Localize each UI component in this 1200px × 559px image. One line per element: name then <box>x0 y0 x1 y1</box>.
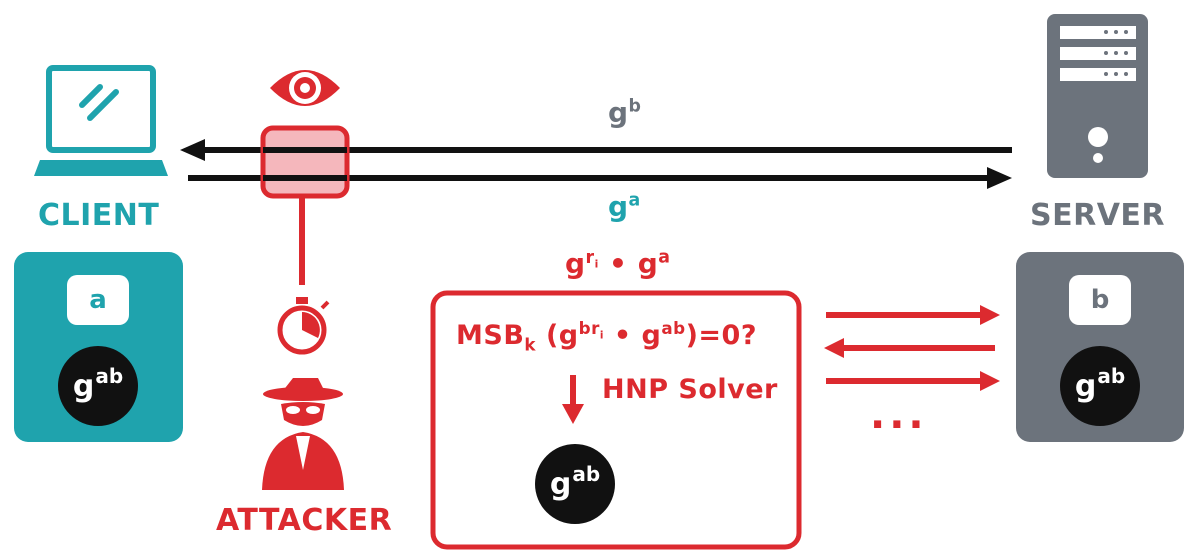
stopwatch-icon <box>277 297 330 355</box>
server-label: SERVER <box>1030 198 1166 233</box>
msb-query: MSBk (gbri • gab)=0? <box>456 318 758 355</box>
interception-point <box>260 125 350 199</box>
eye-icon <box>270 70 340 106</box>
laptop-icon <box>34 65 168 176</box>
hnp-solver-label: HNP Solver <box>602 374 778 405</box>
ellipsis: ... <box>870 392 928 438</box>
client-label: CLIENT <box>38 198 160 233</box>
oracle-box <box>430 290 802 550</box>
server-icon <box>1047 14 1148 178</box>
oracle-arrow-1 <box>826 305 1000 325</box>
oracle-arrow-2 <box>824 338 995 358</box>
client-private-key: a <box>67 275 129 325</box>
message-client-to-server: ga <box>608 190 641 223</box>
oracle-arrow-3 <box>826 371 1000 391</box>
message-attacker: gri • ga <box>565 247 671 280</box>
server-private-key: b <box>1069 275 1131 325</box>
down-arrow <box>562 375 584 424</box>
spy-icon <box>262 378 344 490</box>
attacker-label: ATTACKER <box>216 503 393 538</box>
message-server-to-client: gb <box>608 96 642 129</box>
